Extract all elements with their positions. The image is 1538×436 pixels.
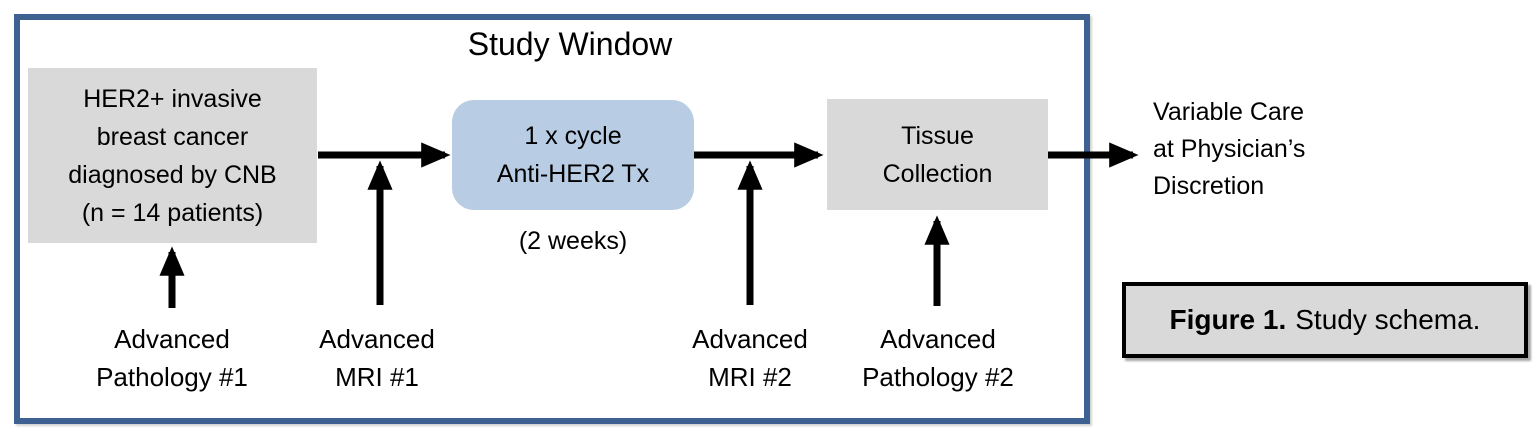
timepoint-mri-2: Advanced MRI #2 [635,320,865,396]
tissue-collection-node: Tissue Collection [827,99,1048,210]
timepoint-pathology-1: Advanced Pathology #1 [57,320,287,396]
figure-caption-text: Study schema. [1295,304,1481,335]
timepoint-label-line-2: MRI #1 [335,362,419,392]
study-window-title: Study Window [467,26,673,62]
cohort-line-4: (n = 14 patients) [81,198,264,227]
timepoint-label-line-1: Advanced [319,324,435,354]
treatment-line-1: 1 x cycle [524,122,622,150]
cohort-line-3: diagnosed by CNB [68,160,277,189]
timepoint-label-line-2: MRI #2 [708,362,792,392]
timepoint-label-line-1: Advanced [114,324,230,354]
cohort-line-2: breast cancer [96,122,249,151]
timepoint-label-line-1: Advanced [880,324,996,354]
outcome-line-3: Discretion [1153,172,1265,200]
outcome-line-2: at Physician’s [1153,135,1306,163]
timepoint-label-line-2: Pathology #2 [862,362,1014,392]
treatment-node: 1 x cycle Anti-HER2 Tx [452,100,694,210]
timepoint-label-line-2: Pathology #1 [96,362,248,392]
outcome-text: Variable Care at Physician’s Discretion [1153,94,1383,205]
figure-caption-box: Figure 1. Study schema. [1122,282,1528,358]
timepoint-label-line-1: Advanced [692,324,808,354]
tissue-line-2: Collection [882,159,993,188]
timepoint-pathology-2: Advanced Pathology #2 [823,320,1053,396]
study-window-frame [14,14,1090,424]
figure-caption-label: Figure 1. [1169,304,1287,335]
treatment-duration: (2 weeks) [518,227,628,255]
tissue-line-1: Tissue [901,121,974,150]
cohort-node: HER2+ invasive breast cancer diagnosed b… [28,68,317,243]
cohort-line-1: HER2+ invasive [83,84,262,113]
outcome-line-1: Variable Care [1153,98,1305,126]
timepoint-mri-1: Advanced MRI #1 [262,320,492,396]
treatment-line-2: Anti-HER2 Tx [496,160,650,188]
